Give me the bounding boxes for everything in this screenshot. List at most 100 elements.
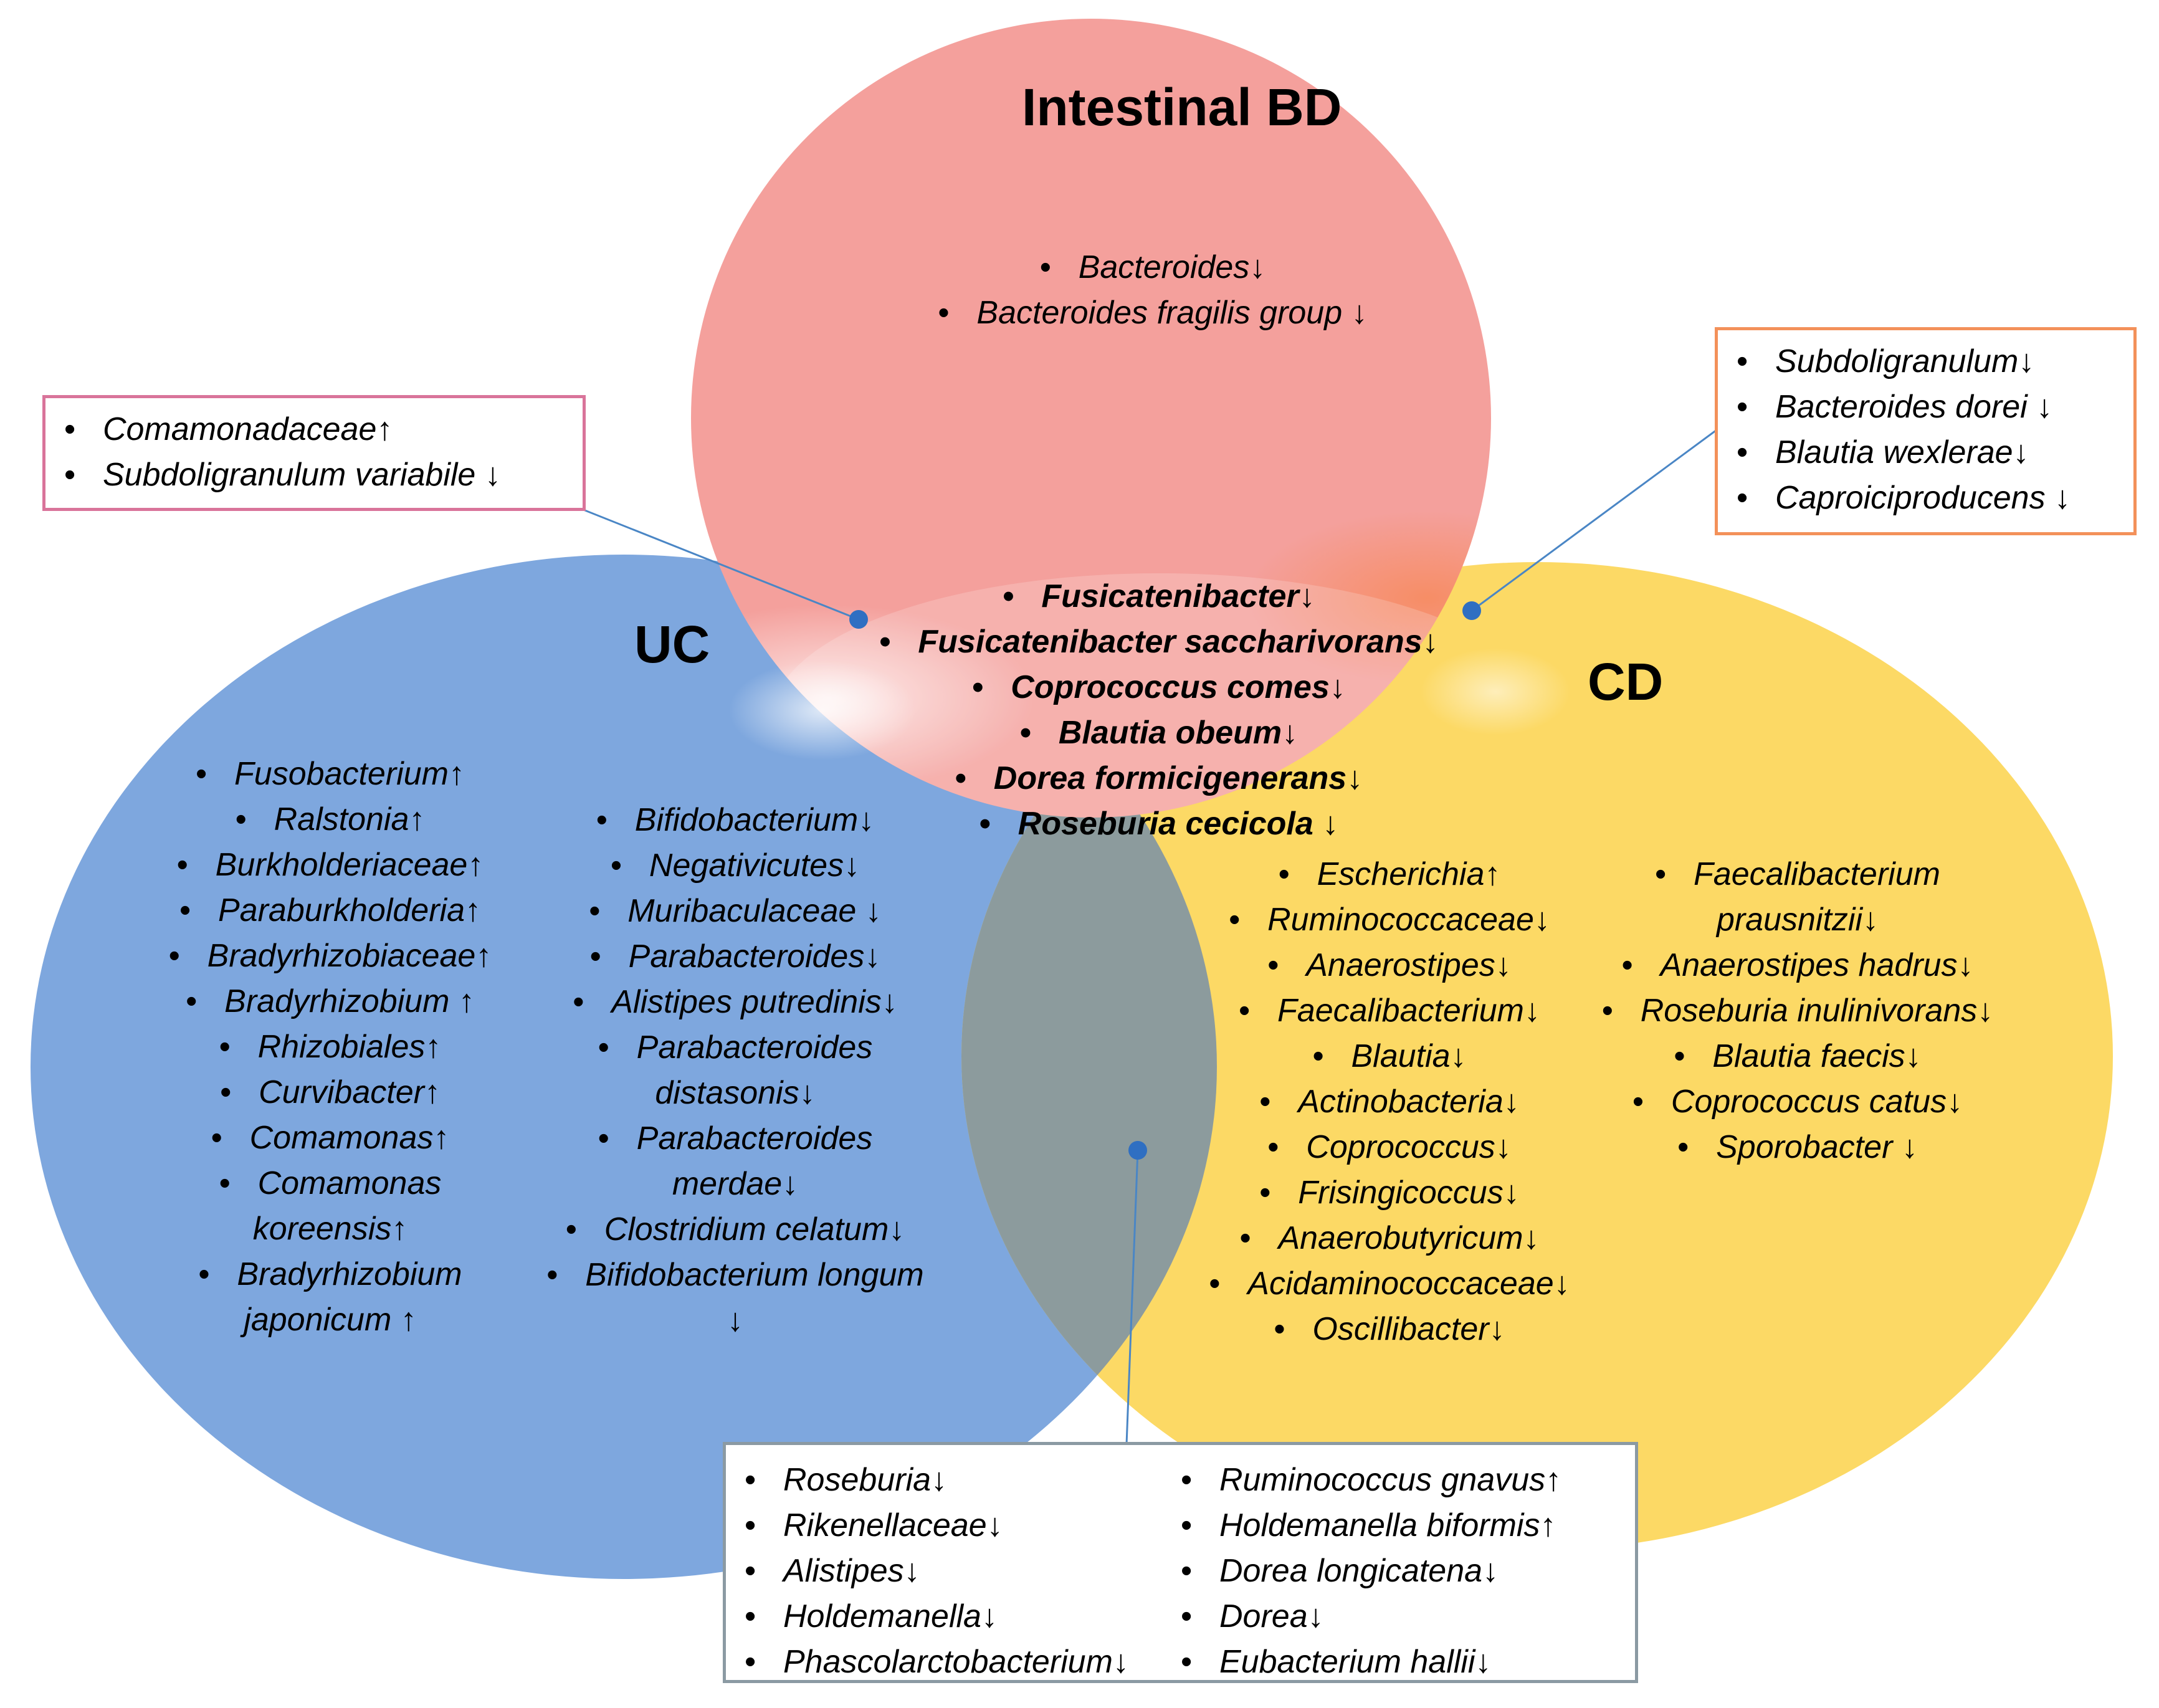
arrow-up-icon: ↑ — [425, 1029, 442, 1065]
all-three-intersection-list: •Fusicatenibacter↓•Fusicatenibacter sacc… — [766, 574, 1551, 847]
bullet-marker: • — [938, 295, 950, 331]
bullet-marker: • — [1229, 902, 1241, 938]
all-three-taxon: •Fusicatenibacter saccharivorans↓ — [766, 619, 1551, 665]
arrow-down-icon: ↓ — [903, 1553, 920, 1589]
arrow-down-icon: ↓ — [1450, 1038, 1467, 1074]
taxon-name: Sporobacter — [1716, 1129, 1902, 1165]
taxon-name: Anaerostipes — [1306, 947, 1495, 983]
taxon-name: Dorea formicigenerans — [993, 760, 1347, 796]
arrow-down-icon: ↓ — [1299, 578, 1315, 614]
uc-cd-intersection-list-column-2: •Ruminococcus gnavus↑•Holdemanella bifor… — [1181, 1458, 1629, 1685]
arrow-up-icon: ↑ — [467, 847, 484, 883]
uc-cd-taxon: •Dorea longicatena↓ — [1181, 1548, 1629, 1594]
arrow-down-icon: ↓ — [1503, 1084, 1520, 1120]
connector-dot-uc-cd — [1128, 1141, 1147, 1160]
connector-dot-uc-bd — [849, 610, 868, 629]
taxon-name: Coprococcus comes — [1011, 669, 1330, 705]
bullet-marker: • — [1677, 1129, 1689, 1165]
bullet-marker: • — [220, 1074, 232, 1110]
bullet-marker: • — [1181, 1598, 1193, 1634]
arrow-down-icon: ↓ — [1351, 295, 1368, 331]
taxon-name: Holdemanella biformis — [1219, 1507, 1540, 1543]
bullet-marker: • — [235, 801, 247, 837]
all-three-taxon: •Roseburia cecicola ↓ — [766, 801, 1551, 847]
uc-taxon: •Comamonas↑ — [140, 1115, 520, 1161]
arrow-up-icon: ↑ — [1545, 1462, 1562, 1498]
taxon-name: Rhizobiales — [257, 1029, 426, 1065]
connector-dot-cd-bd — [1462, 601, 1481, 620]
bullet-marker: • — [1019, 715, 1032, 751]
arrow-down-icon: ↓ — [1523, 993, 1540, 1029]
bullet-marker: • — [979, 806, 991, 842]
uc-bd-taxon: •Subdoligranulum variabile ↓ — [64, 452, 583, 498]
uc-cd-taxon: •Phascolarctobacterium↓ — [745, 1639, 1181, 1685]
taxon-name: Blautia faecis — [1712, 1038, 1905, 1074]
bullet-marker: • — [64, 457, 76, 493]
arrow-down-icon: ↓ — [864, 938, 881, 975]
bullet-marker: • — [610, 847, 622, 884]
cd-taxon: •Oscillibacter↓ — [1196, 1307, 1583, 1352]
bullet-marker: • — [972, 669, 984, 705]
arrow-down-icon: ↓ — [844, 847, 860, 884]
arrow-down-icon: ↓ — [889, 1211, 905, 1248]
taxon-name: Roseburia cecicola — [1018, 806, 1323, 842]
uc-taxon: •Paraburkholderia↑ — [140, 888, 520, 933]
bullet-marker: • — [176, 847, 188, 883]
taxon-name: Anaerobutyricum — [1278, 1220, 1523, 1256]
arrow-down-icon: ↓ — [1346, 760, 1363, 796]
taxon-name: Fusicatenibacter — [1041, 578, 1299, 614]
arrow-down-icon: ↓ — [1329, 669, 1346, 705]
bullet-marker: • — [589, 893, 601, 929]
taxon-name: Bifidobacterium — [634, 802, 859, 838]
taxon-name: Bradyrhizobiaceae — [207, 938, 476, 974]
taxon-name: Ruminococcaceae — [1267, 902, 1534, 938]
uc-taxon: •Fusobacterium↑ — [140, 751, 520, 797]
cd-taxon: •Faecalibacterium↓ — [1196, 988, 1583, 1034]
taxon-name: Eubacterium hallii — [1219, 1644, 1475, 1680]
cd-taxon: •Acidaminococcaceae↓ — [1196, 1261, 1583, 1307]
taxon-name: Faecalibacterium — [1277, 993, 1524, 1029]
bullet-marker: • — [596, 802, 608, 838]
taxon-name: Fusicatenibacter saccharivorans — [918, 624, 1423, 660]
uc-taxon: •Clostridium celatum↓ — [536, 1207, 935, 1252]
taxon-name: Dorea longicatena — [1219, 1553, 1483, 1589]
taxon-name: Parabacteroides — [628, 938, 865, 975]
taxon-name: Alistipes — [783, 1553, 904, 1589]
bullet-marker: • — [1239, 1220, 1251, 1256]
uc-list-column-1: •Fusobacterium↑•Ralstonia↑•Burkholderiac… — [140, 751, 520, 1343]
bullet-marker: • — [1267, 1129, 1279, 1165]
arrow-down-icon: ↓ — [881, 984, 898, 1020]
taxon-name: Caproiciproducens — [1775, 480, 2055, 516]
arrow-down-icon: ↓ — [1947, 1084, 1963, 1120]
connector-cd-bd — [1471, 429, 1717, 612]
taxon-name: Negativicutes — [649, 847, 844, 884]
taxon-name: Subdoligranulum — [1775, 343, 2019, 379]
arrow-down-icon: ↓ — [1977, 993, 1994, 1029]
cd-bd-callout-box: •Subdoligranulum↓•Bacteroides dorei ↓•Bl… — [1715, 327, 2137, 535]
arrow-down-icon: ↓ — [1533, 902, 1550, 938]
all-three-taxon: • Coprococcus comes↓ — [766, 665, 1551, 710]
uc-list-column-2: •Bifidobacterium↓•Negativicutes↓•Muribac… — [536, 798, 935, 1343]
taxon-name: Blautia obeum — [1058, 715, 1282, 751]
bullet-marker: • — [168, 938, 180, 974]
arrow-down-icon: ↓ — [1489, 1311, 1505, 1347]
bullet-marker: • — [1181, 1644, 1193, 1680]
arrow-down-icon: ↓ — [1553, 1266, 1570, 1302]
arrow-down-icon: ↓ — [981, 1598, 998, 1634]
taxon-name: Roseburia inulinivorans — [1640, 993, 1978, 1029]
cd-bd-boundary-glow — [1421, 648, 1570, 735]
taxon-name: Roseburia — [783, 1462, 932, 1498]
bullet-marker: • — [745, 1598, 756, 1634]
cd-list-column-2: •Faecalibacterium prausnitzii↓•Anaerosti… — [1595, 852, 2000, 1170]
uc-taxon: •Ralstonia↑ — [140, 797, 520, 842]
cd-taxon: •Coprococcus catus↓ — [1595, 1079, 2000, 1125]
taxon-name: Comamonas koreensis — [252, 1165, 442, 1247]
arrow-down-icon: ↓ — [2036, 389, 2053, 425]
bullet-marker: • — [598, 1120, 609, 1157]
arrow-down-icon: ↓ — [799, 1075, 816, 1111]
arrow-down-icon: ↓ — [1112, 1644, 1129, 1680]
arrow-down-icon: ↓ — [1495, 1129, 1512, 1165]
taxon-name: Parabacteroides merdae — [636, 1120, 873, 1202]
arrow-down-icon: ↓ — [1901, 1129, 1918, 1165]
